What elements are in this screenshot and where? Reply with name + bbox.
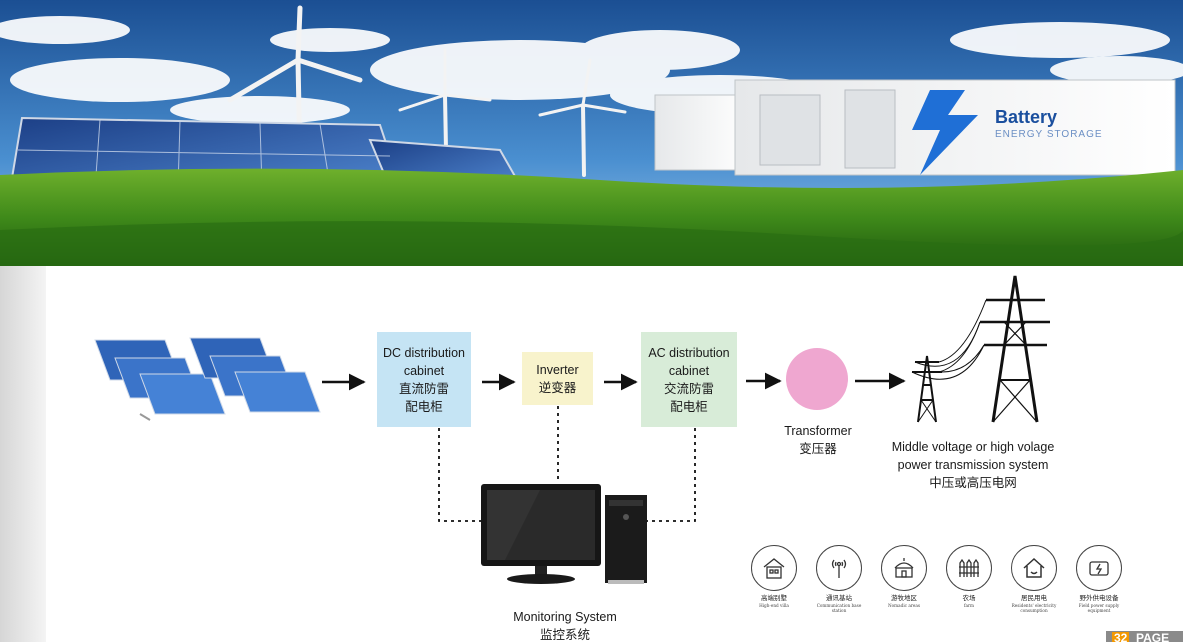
monitoring-links <box>438 406 696 522</box>
application-label-cn: 通讯基站 <box>826 595 852 602</box>
page-side-strip <box>0 266 46 642</box>
inverter-label-en: Inverter <box>536 362 579 377</box>
computer-icon <box>481 484 647 584</box>
house-icon <box>1023 557 1045 578</box>
application-label-en: farm <box>963 603 975 608</box>
dc-distribution-cabinet: DC distribution cabinet 直流防雷 配电柜 <box>377 332 471 427</box>
application-label-en: Nomadic areas <box>888 603 920 608</box>
inverter: Inverter 逆变器 <box>522 352 593 405</box>
transformer-node <box>786 348 848 410</box>
monitoring-label-en: Monitoring System <box>513 610 617 624</box>
transformer-label-cn: 变压器 <box>799 442 837 456</box>
ac-label-en-2: cabinet <box>668 363 710 378</box>
wind-turbine-icon <box>227 5 627 177</box>
page-number: 32 <box>1112 631 1130 642</box>
application-label-en: Residents' electricity consumption <box>1011 603 1057 613</box>
svg-text:Battery: Battery <box>995 107 1057 127</box>
application-base-station: 通讯基站 Communication base station <box>816 545 862 613</box>
application-label-cn: 农场 <box>962 595 976 602</box>
grid-label-en-1: Middle voltage or high volage <box>891 440 1055 454</box>
solar-panels-illustration <box>94 337 321 421</box>
grid-label-en-2: power transmission system <box>897 458 1049 472</box>
application-label-cn: 游牧地区 <box>891 595 917 602</box>
page-number-badge: 32 PAGE <box>1106 631 1183 642</box>
ac-label-cn-2: 配电柜 <box>670 399 708 414</box>
application-label-en: High-end villa <box>759 603 789 608</box>
yurt-icon <box>894 558 914 578</box>
transmission-tower-icon <box>911 275 1050 423</box>
application-villa: 高端别墅 High-end villa <box>751 545 797 608</box>
grid-label: Middle voltage or high volage power tran… <box>868 438 1078 492</box>
transformer-label: Transformer 变压器 <box>768 422 868 458</box>
application-farm: 农场 farm <box>946 545 992 608</box>
monitoring-label: Monitoring System 监控系统 <box>490 608 640 644</box>
application-label-cn: 高端别墅 <box>761 595 787 602</box>
villa-icon <box>763 558 785 579</box>
svg-text:ENERGY STORAGE: ENERGY STORAGE <box>995 129 1103 140</box>
application-label-cn: 居民用电 <box>1021 595 1047 602</box>
application-label-en: Communication base station <box>816 603 862 613</box>
power-supply-icon <box>1089 561 1109 576</box>
application-label-en: Field power supply equipment <box>1078 603 1120 613</box>
dc-label-en-1: DC distribution <box>383 345 465 360</box>
dc-label-en-2: cabinet <box>403 363 445 378</box>
application-field-power: 野外供电设备 Field power supply equipment <box>1076 545 1122 613</box>
grid-label-cn: 中压或高压电网 <box>929 476 1017 490</box>
antenna-icon <box>831 559 847 578</box>
fence-icon <box>959 558 979 577</box>
battery-container-photo: Battery ENERGY STORAGE <box>654 79 1176 176</box>
inverter-label-cn: 逆变器 <box>538 380 577 395</box>
dc-label-cn-2: 配电柜 <box>405 399 443 414</box>
hero-photo: Battery ENERGY STORAGE <box>0 0 1183 266</box>
ac-label-en-1: AC distribution <box>648 345 730 360</box>
monitoring-label-cn: 监控系统 <box>539 628 590 642</box>
application-label-cn: 野外供电设备 <box>1079 595 1119 602</box>
ac-label-cn-1: 交流防雷 <box>663 381 714 396</box>
transformer-label-en: Transformer <box>784 424 852 438</box>
application-residents: 居民用电 Residents' electricity consumption <box>1011 545 1057 613</box>
dc-label-cn-1: 直流防雷 <box>398 381 449 396</box>
application-nomadic: 游牧地区 Nomadic areas <box>881 545 927 608</box>
ac-distribution-cabinet: AC distribution cabinet 交流防雷 配电柜 <box>641 332 737 427</box>
page-word: PAGE <box>1136 631 1170 642</box>
